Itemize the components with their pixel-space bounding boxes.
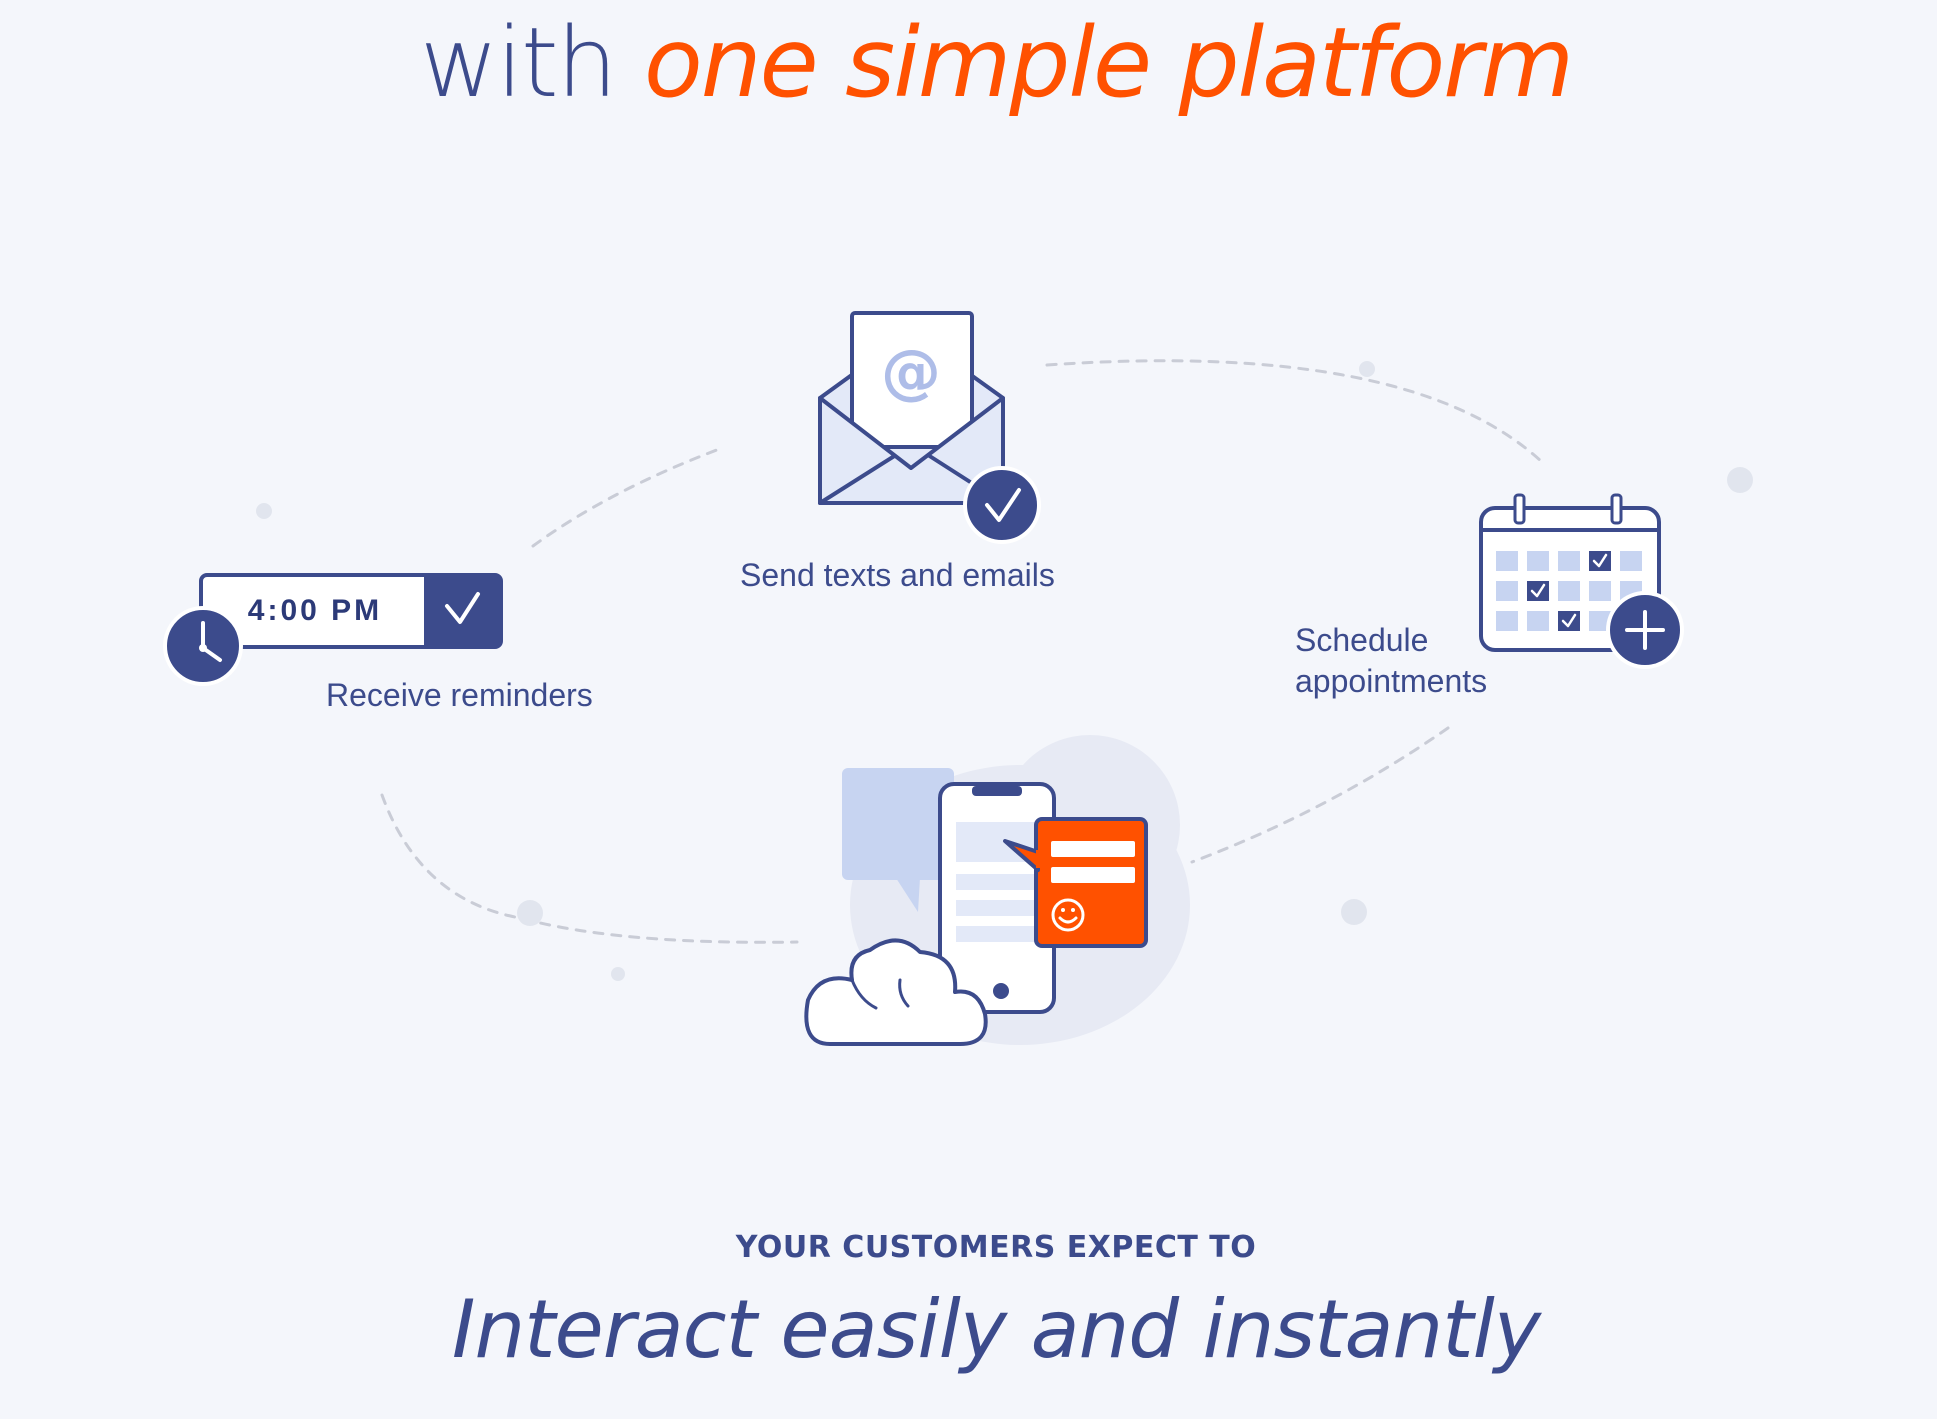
headline-plain: with	[419, 7, 645, 119]
at-symbol: @	[881, 337, 941, 407]
clock-icon	[163, 606, 243, 686]
plus-icon	[1606, 591, 1684, 669]
dot	[1359, 361, 1375, 377]
schedule-label-line2: appointments	[1295, 663, 1488, 699]
envelope-at-icon	[818, 311, 1005, 505]
schedule-label-line1: Schedule	[1295, 622, 1429, 658]
reminder-time: 4:00 PM	[247, 594, 383, 627]
dot	[611, 967, 625, 981]
check-box	[424, 575, 502, 647]
smiley-icon	[1051, 898, 1085, 932]
connector-paths	[380, 359, 1544, 944]
check-badge-icon	[963, 466, 1041, 544]
dot	[256, 503, 272, 519]
dot	[1341, 899, 1367, 925]
phone-chat-icon	[804, 735, 1190, 1046]
headline-accent: one simple platform	[644, 7, 1574, 119]
connector-right-bottom	[1190, 726, 1450, 864]
dot	[1727, 467, 1753, 493]
eyebrow: YOUR CUSTOMERS EXPECT TO	[735, 1230, 1257, 1265]
send-texts-label: Send texts and emails	[740, 557, 1055, 593]
dot	[517, 900, 543, 926]
decorative-dots	[256, 361, 1753, 981]
headline: with one simple platform	[0, 8, 1937, 118]
connector-top-right	[1045, 359, 1544, 464]
connector-left-bottom	[380, 793, 799, 944]
tagline: Interact easily and instantly	[451, 1283, 1541, 1376]
connector-left-top	[531, 446, 724, 548]
speech-bubble-blue	[842, 768, 954, 880]
envelope-letter	[850, 311, 974, 449]
check-icon	[445, 592, 480, 624]
receive-reminders-label: Receive reminders	[326, 677, 593, 713]
cloud-icon	[804, 938, 988, 1046]
